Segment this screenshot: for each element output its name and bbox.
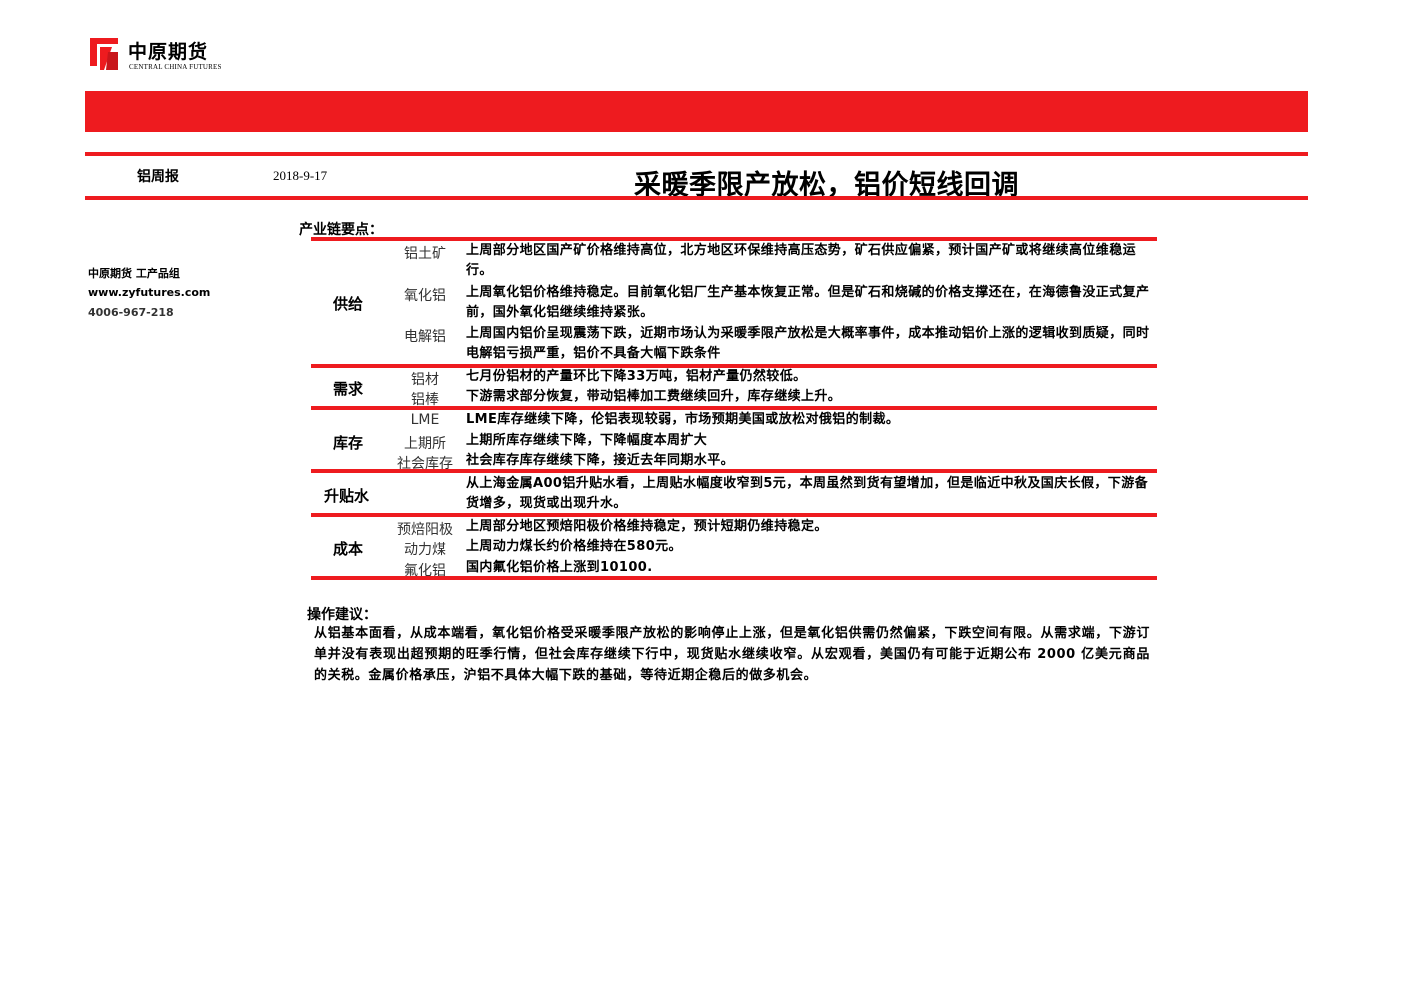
text-thermal-coal: 上周动力煤长约价格维持在580元。: [466, 539, 682, 554]
row-separator: [311, 513, 1157, 517]
logo-mark-icon: [90, 38, 118, 70]
logo-name-en: CENTRAL CHINA FUTURES: [129, 63, 222, 71]
suggestion-title: 操作建议：: [307, 607, 377, 623]
report-title: 采暖季限产放松，铝价短线回调: [634, 170, 1019, 201]
team-name: 中原期货 工产品组: [88, 267, 180, 280]
category-basis: 升贴水: [324, 487, 370, 505]
text-al-rod: 下游需求部分恢复，带动铝棒加工费继续回升，库存继续上升。: [466, 389, 842, 404]
text-anode: 上周部分地区预焙阳极价格维持稳定，预计短期仍维持稳定。: [466, 519, 828, 534]
suggestion-text: 从铝基本面看，从成本端看，氧化铝价格受采暖季限产放松的影响停止上涨，但是氧化铝供…: [314, 626, 1150, 683]
text-electrolytic-al: 上周国内铝价呈现震荡下跌，近期市场认为采暖季限产放松是大概率事件，成本推动铝价上…: [466, 326, 1150, 361]
sub-social-inventory: 社会库存: [397, 456, 453, 472]
sub-lme: LME: [410, 412, 440, 428]
sub-electrolytic-al: 电解铝: [404, 329, 446, 345]
sub-bauxite: 铝土矿: [404, 246, 446, 262]
category-supply: 供给: [333, 295, 364, 313]
sub-alumina: 氧化铝: [404, 288, 446, 304]
category-cost: 成本: [333, 540, 364, 558]
report-type: 铝周报: [137, 169, 179, 185]
text-bauxite: 上周部分地区国产矿价格维持高位，北方地区环保维持高压态势，矿石供应偏紧，预计国产…: [466, 243, 1137, 278]
header-rule-bottom: [85, 196, 1308, 200]
row-separator: [311, 469, 1157, 473]
text-social-inventory: 社会库存库存继续下降，接近去年同期水平。: [466, 453, 735, 468]
text-shfe: 上期所库存继续下降，下降幅度本周扩大: [466, 433, 708, 448]
sub-anode: 预焙阳极: [397, 522, 453, 538]
chain-section-title: 产业链要点：: [299, 222, 383, 238]
table-bottom-rule: [311, 576, 1157, 580]
company-logo: 中原期货 CENTRAL CHINA FUTURES: [88, 36, 238, 76]
sub-al-products: 铝材: [411, 372, 439, 388]
header-rule-top: [85, 152, 1308, 156]
text-lme: LME库存继续下降，伦铝表现较弱，市场预期美国或放松对俄铝的制裁。: [466, 412, 900, 427]
phone-number: 4006-967-218: [88, 306, 174, 319]
sub-shfe: 上期所: [404, 436, 446, 452]
header-band: [85, 91, 1308, 132]
chain-table-rule: [311, 237, 1157, 241]
text-aluminum-fluoride: 国内氟化铝价格上涨到10100.: [466, 560, 653, 575]
category-inventory: 库存: [333, 434, 364, 452]
row-separator: [311, 406, 1157, 410]
text-al-products: 七月份铝材的产量环比下降33万吨，铝材产量仍然较低。: [466, 369, 807, 384]
text-alumina: 上周氧化铝价格维持稳定。目前氧化铝厂生产基本恢复正常。但是矿石和烧碱的价格支撑还…: [466, 285, 1150, 320]
row-separator: [311, 364, 1157, 368]
logo-name-cn: 中原期货: [128, 41, 209, 63]
sub-thermal-coal: 动力煤: [404, 542, 446, 558]
sub-al-rod: 铝棒: [411, 392, 439, 408]
website-link[interactable]: www.zyfutures.com: [88, 286, 211, 299]
sub-aluminum-fluoride: 氟化铝: [404, 563, 446, 579]
report-date: 2018-9-17: [273, 168, 328, 183]
category-demand: 需求: [333, 380, 364, 398]
text-basis: 从上海金属A00铝升贴水看，上周贴水幅度收窄到5元，本周虽然到货有望增加，但是临…: [466, 476, 1148, 511]
